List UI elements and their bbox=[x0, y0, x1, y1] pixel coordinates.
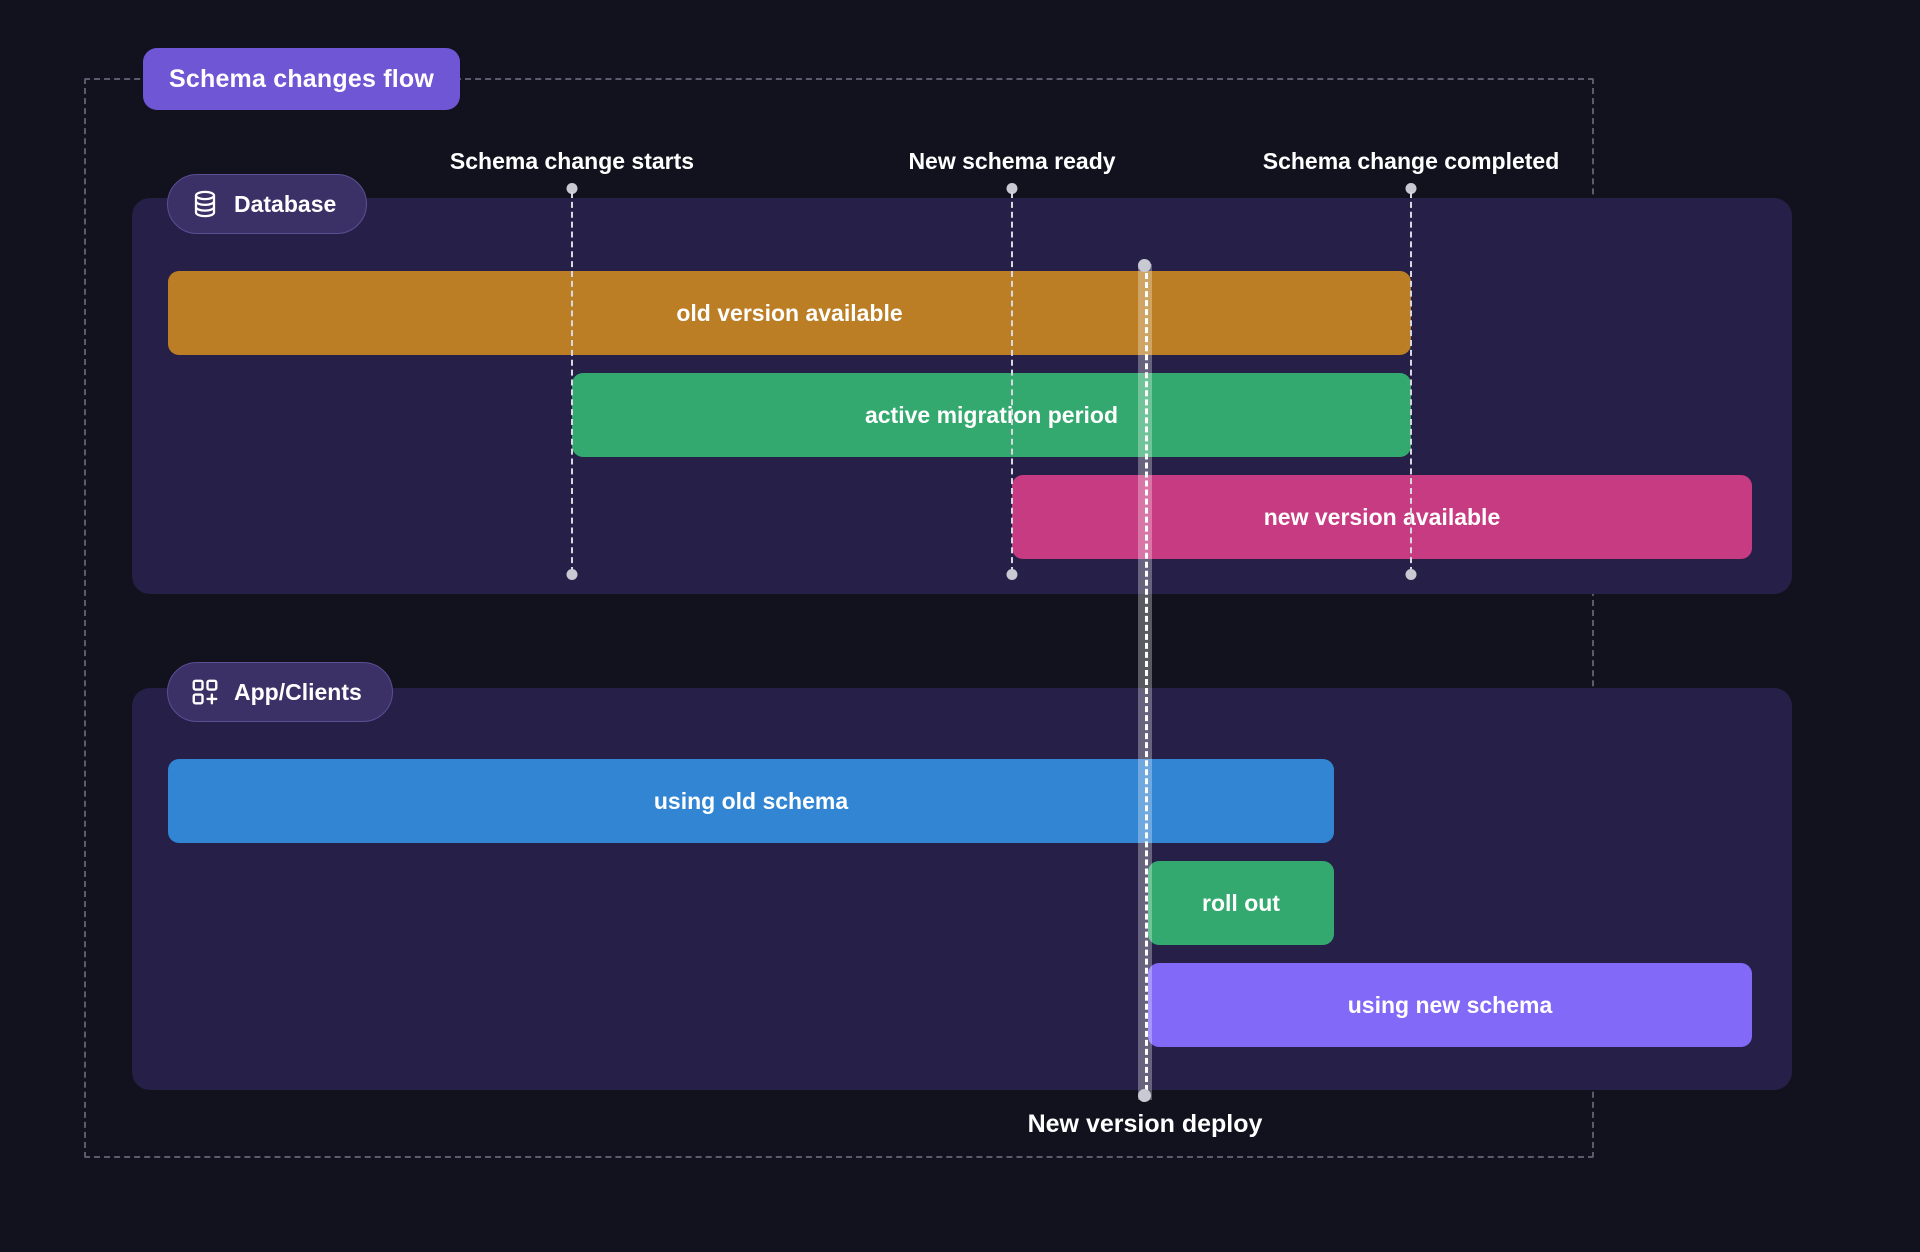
database-icon bbox=[190, 189, 220, 219]
bar-active-migration-period[interactable]: active migration period bbox=[572, 373, 1411, 457]
deploy-marker-label: New version deploy bbox=[1027, 1110, 1263, 1138]
milestone-dot-bottom bbox=[566, 569, 578, 580]
apps-add-icon bbox=[190, 677, 220, 707]
bar-using-old-schema[interactable]: using old schema bbox=[168, 759, 1334, 843]
bar-label: using new schema bbox=[1347, 991, 1553, 1018]
bar-new-version-available[interactable]: new version available bbox=[1012, 475, 1752, 559]
bar-label: new version available bbox=[1263, 503, 1501, 530]
milestone-dot-top bbox=[1006, 183, 1018, 194]
deploy-dot-top bbox=[1138, 259, 1151, 272]
bar-roll-out[interactable]: roll out bbox=[1148, 861, 1334, 945]
bar-label: using old schema bbox=[653, 787, 849, 814]
milestone-dot-top bbox=[566, 183, 578, 194]
milestone-dashed-line bbox=[1011, 192, 1013, 573]
diagram-title-chip: Schema changes flow bbox=[143, 48, 460, 110]
bar-label: roll out bbox=[1202, 889, 1280, 916]
bar-using-new-schema[interactable]: using new schema bbox=[1148, 963, 1752, 1047]
milestone-dot-top bbox=[1405, 183, 1417, 194]
bar-label: active migration period bbox=[864, 401, 1119, 428]
milestone-dot-bottom bbox=[1006, 569, 1018, 580]
bar-old-version-available[interactable]: old version available bbox=[168, 271, 1411, 355]
lane-chip-apps[interactable]: App/Clients bbox=[167, 662, 393, 722]
lane-chip-apps-label: App/Clients bbox=[234, 678, 362, 705]
milestone-dashed-line bbox=[1410, 192, 1412, 573]
milestone-label: Schema change starts bbox=[449, 148, 695, 174]
lane-chip-database-label: Database bbox=[234, 190, 337, 217]
diagram-title-label: Schema changes flow bbox=[169, 64, 434, 93]
diagram-outer-frame bbox=[84, 78, 1594, 1158]
milestone-label: New schema ready bbox=[908, 148, 1116, 174]
milestone-dot-bottom bbox=[1405, 569, 1417, 580]
milestone-label: Schema change completed bbox=[1262, 148, 1560, 174]
deploy-dashed-line[interactable] bbox=[1145, 264, 1148, 1100]
milestone-dashed-line bbox=[571, 192, 573, 573]
bar-label: old version available bbox=[676, 299, 903, 326]
lane-chip-database[interactable]: Database bbox=[167, 174, 368, 234]
deploy-dot-bottom bbox=[1138, 1089, 1151, 1102]
